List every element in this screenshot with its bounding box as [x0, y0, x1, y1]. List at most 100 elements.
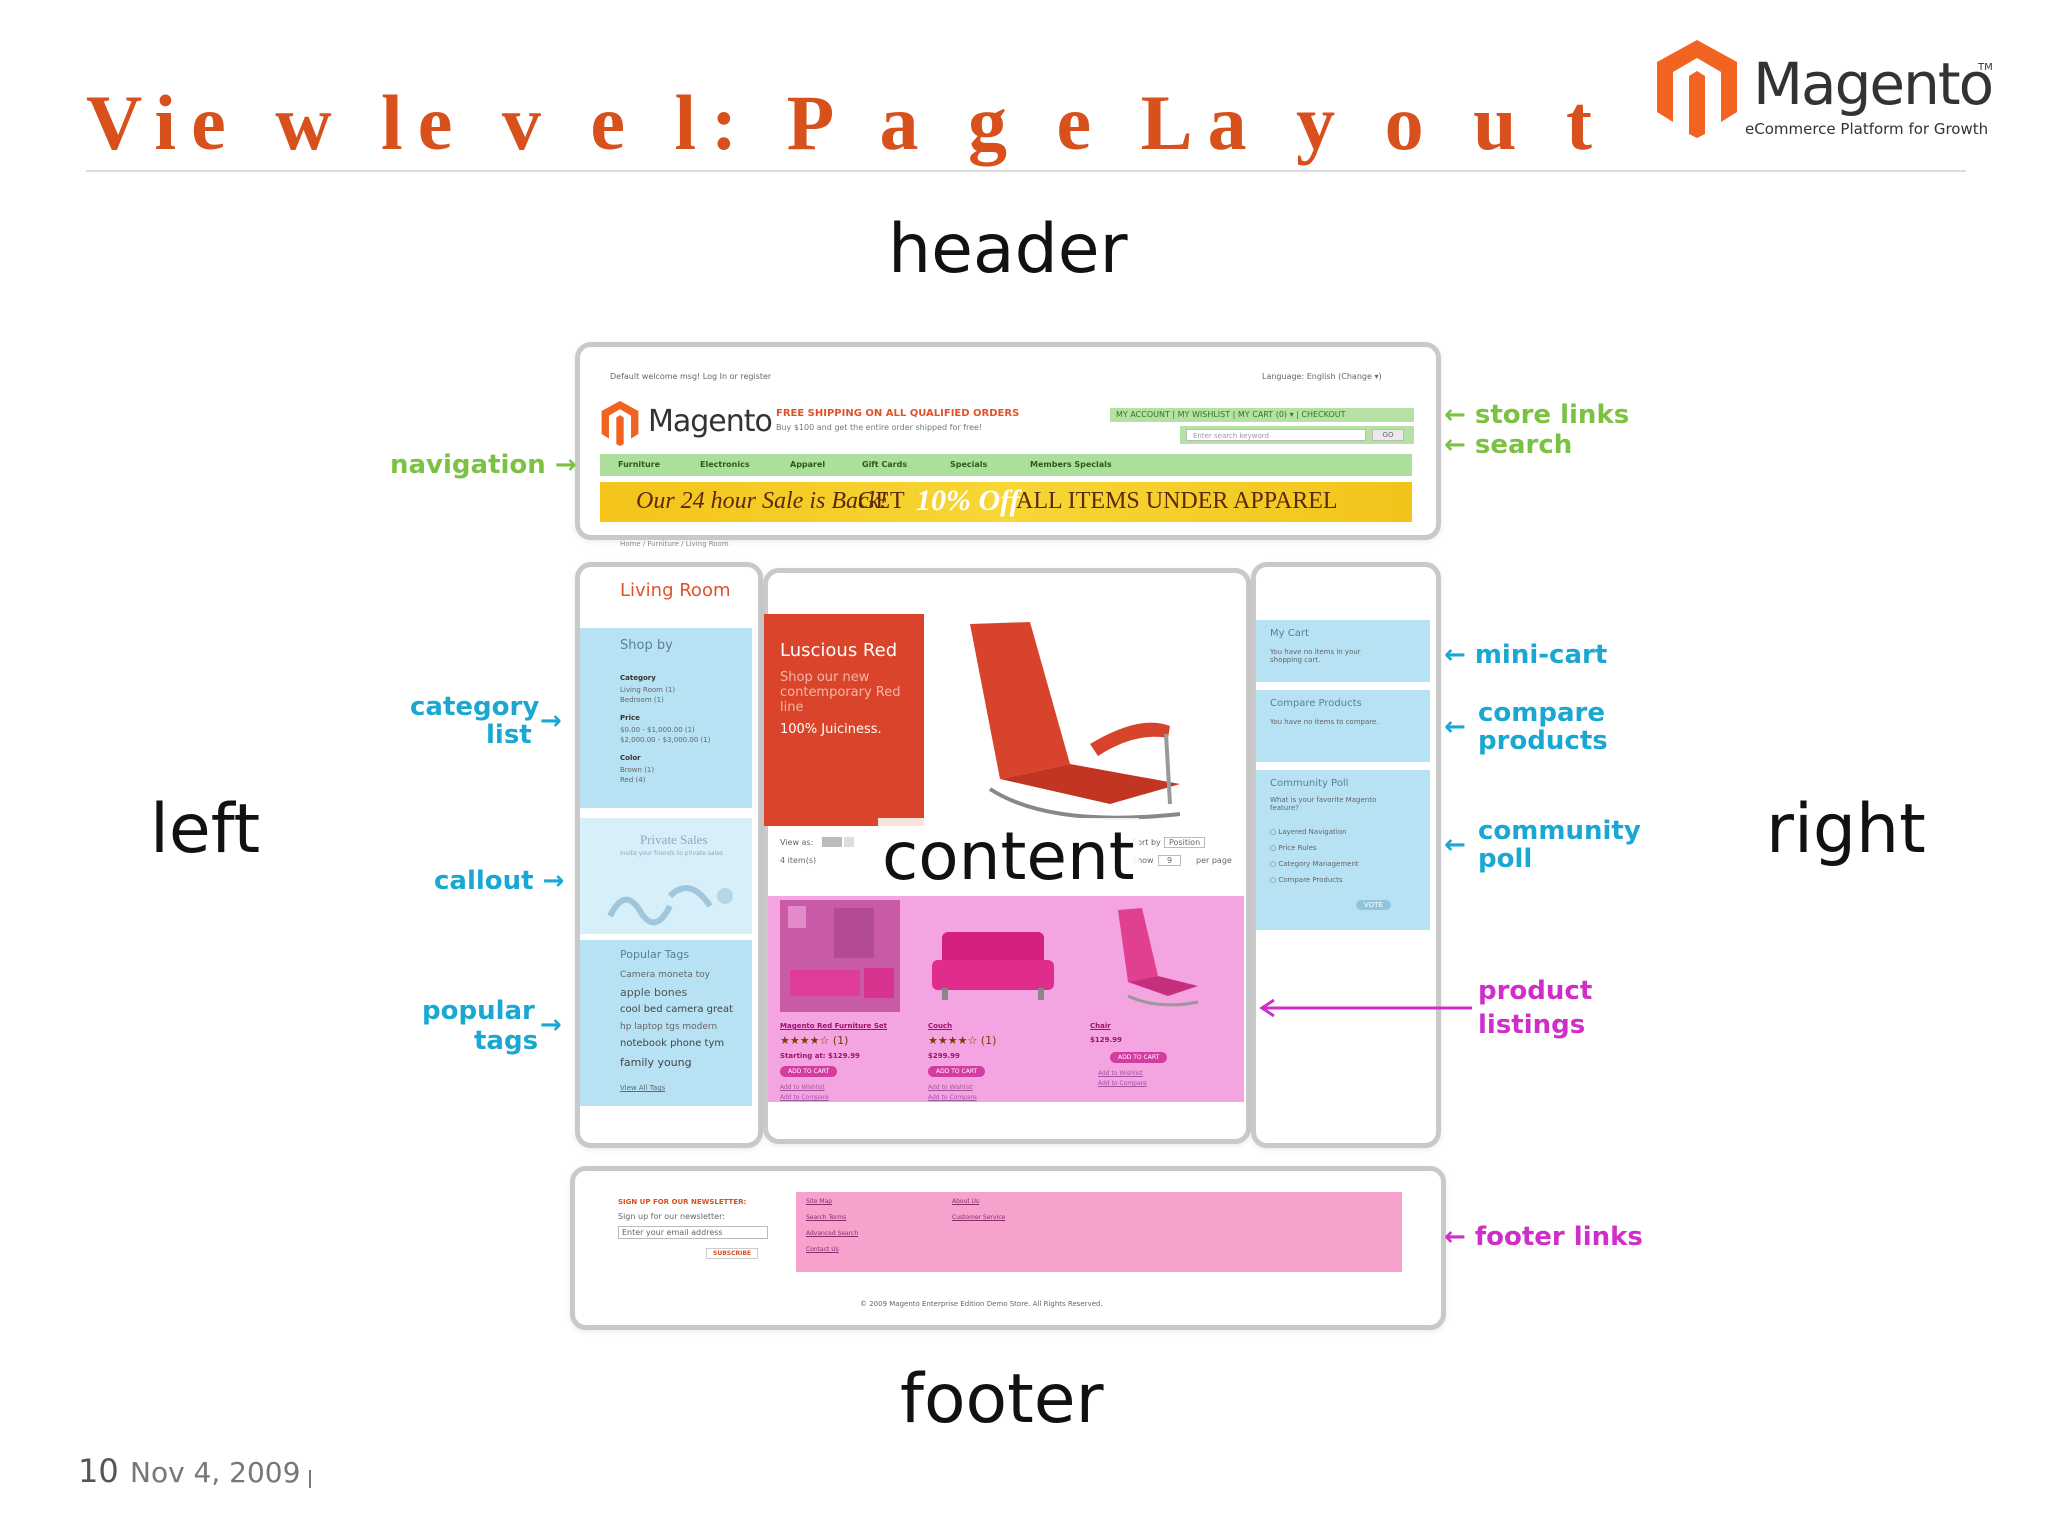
nav-item-electronics[interactable]: Electronics [700, 460, 750, 469]
footer-link[interactable]: Customer Service [952, 1214, 1006, 1221]
arrow-left-icon: ← [1444, 830, 1466, 860]
annotation-community-line2: poll [1478, 844, 1533, 874]
logo-tagline: eCommerce Platform for Growth [1745, 120, 1989, 138]
furniture-set-icon [780, 900, 900, 1012]
filter-option[interactable]: Brown (1) [620, 766, 655, 774]
product-name[interactable]: Chair [1090, 1022, 1111, 1030]
tag-line[interactable]: hp laptop tgs modern [620, 1022, 718, 1032]
vote-button[interactable]: VOTE [1356, 900, 1391, 910]
newsletter-subtitle: Sign up for our newsletter: [618, 1212, 725, 1221]
search-button[interactable]: GO [1372, 429, 1404, 441]
poll-option-label: Compare Products [1278, 876, 1343, 884]
nav-item-members-specials[interactable]: Members Specials [1030, 460, 1112, 469]
search-input[interactable]: Enter search keyword [1186, 429, 1366, 441]
poll-option[interactable]: ○ Compare Products [1270, 876, 1343, 884]
hero-red-panel[interactable] [764, 614, 924, 826]
newsletter-email-input[interactable]: Enter your email address [618, 1226, 768, 1239]
poll-option[interactable]: ○ Layered Navigation [1270, 828, 1347, 836]
annotation-compare-line2: products [1478, 726, 1608, 756]
copyright-text: © 2009 Magento Enterprise Edition Demo S… [860, 1300, 1103, 1308]
add-to-cart-button[interactable]: ADD TO CART [1110, 1052, 1168, 1063]
welcome-message: Default welcome msg! Log In or register [610, 372, 772, 381]
annotation-mini-cart: ← mini-cart [1444, 640, 1608, 670]
add-to-compare-link[interactable]: Add to Compare [928, 1094, 977, 1101]
add-to-cart-button[interactable]: ADD TO CART [780, 1066, 838, 1077]
annotation-community-line1: community [1478, 816, 1641, 846]
promo-subtext: Buy $100 and get the entire order shippe… [776, 423, 983, 432]
per-page-label: per page [1196, 856, 1232, 865]
filter-option[interactable]: $2,000.00 - $3,000.00 (1) [620, 736, 711, 744]
add-to-compare-link[interactable]: Add to Compare [1098, 1080, 1147, 1087]
mini-cart-text: You have no items in your shopping cart. [1270, 648, 1361, 664]
product-name[interactable]: Magento Red Furniture Set [780, 1022, 887, 1030]
poll-option[interactable]: ○ Price Rules [1270, 844, 1317, 852]
product-name[interactable]: Couch [928, 1022, 953, 1030]
footer-link[interactable]: Advanced Search [806, 1230, 859, 1237]
tag-line[interactable]: Camera moneta toy [620, 970, 710, 980]
filter-option[interactable]: Bedroom (1) [620, 696, 664, 704]
annotation-popular-line1: popular [422, 996, 535, 1026]
arrow-right-icon: → [540, 1010, 562, 1040]
promo-banner[interactable] [600, 482, 1412, 522]
add-to-wishlist-link[interactable]: Add to Wishlist [1098, 1070, 1143, 1077]
add-to-compare-link[interactable]: Add to Compare [780, 1094, 829, 1101]
breadcrumb[interactable]: Home / Furniture / Living Room [620, 540, 729, 548]
compare-title: Compare Products [1270, 698, 1362, 709]
sort-select[interactable]: Position [1164, 837, 1206, 848]
magento-logo: Magento TM eCommerce Platform for Growth [1655, 38, 1995, 148]
tag-line[interactable]: family young [620, 1056, 692, 1069]
nav-item-apparel[interactable]: Apparel [790, 460, 826, 469]
annotation-compare-line1: compare [1478, 698, 1605, 728]
product-price: $299.99 [928, 1052, 960, 1060]
product-image[interactable] [1098, 906, 1208, 1016]
filter-option[interactable]: $0.00 - $1,000.00 (1) [620, 726, 695, 734]
per-page-select[interactable]: 9 [1158, 855, 1182, 866]
mockup-logo-word[interactable]: Magento [648, 404, 773, 439]
add-to-cart-button[interactable]: ADD TO CART [928, 1066, 986, 1077]
callout-block[interactable]: Private Sales Invite your friends to pri… [580, 818, 752, 934]
poll-title: Community Poll [1270, 778, 1349, 789]
slide-title: Vie w le v e l: P a g e La y o u t [86, 79, 1607, 166]
filter-option[interactable]: Living Room (1) [620, 686, 676, 694]
list-view-icon[interactable] [844, 837, 854, 847]
product-price: Starting at: $129.99 [780, 1052, 860, 1060]
add-to-wishlist-link[interactable]: Add to Wishlist [928, 1084, 973, 1091]
grid-view-icon[interactable] [822, 837, 842, 847]
footer-link[interactable]: Search Terms [806, 1214, 847, 1221]
subscribe-button[interactable]: SUBSCRIBE [706, 1248, 759, 1259]
sort-by-label: Sort by [1132, 838, 1161, 847]
footer-link[interactable]: Site Map [806, 1198, 833, 1205]
footer-link[interactable]: About Us [952, 1198, 980, 1205]
annotation-store-links: ← store links [1444, 400, 1630, 430]
nav-item-furniture[interactable]: Furniture [618, 460, 661, 469]
product-image[interactable] [928, 926, 1058, 1006]
annotation-callout: callout → [434, 866, 565, 896]
tag-line[interactable]: notebook phone tym [620, 1038, 725, 1049]
tag-line[interactable]: apple bones [620, 986, 688, 999]
filter-option[interactable]: Red (4) [620, 776, 646, 784]
product-image[interactable] [780, 900, 900, 1012]
nav-item-gift-cards[interactable]: Gift Cards [862, 460, 908, 469]
tag-line[interactable]: cool bed camera great [620, 1004, 734, 1015]
annotation-navigation: navigation → [390, 450, 577, 480]
poll-option[interactable]: ○ Category Management [1270, 860, 1359, 868]
annotation-footer-links: ← footer links [1444, 1222, 1643, 1252]
product-rating: ★★★★☆ (1) [928, 1034, 997, 1047]
community-poll-block: Community Poll What is your favorite Mag… [1256, 770, 1430, 930]
nav-item-specials[interactable]: Specials [950, 460, 988, 469]
footer-link[interactable]: Contact Us [806, 1246, 839, 1253]
store-links[interactable]: MY ACCOUNT | MY WISHLIST | MY CART (0) ▾… [1116, 410, 1346, 419]
arrow-left-icon: ← [1444, 712, 1466, 742]
annotation-product-line1: product [1478, 976, 1593, 1006]
region-label-header: header [888, 210, 1128, 289]
left-column-frame [575, 562, 763, 1148]
banner-text-discount: 10% Off [916, 484, 1020, 517]
hero-tagline: 100% Juiciness. [780, 722, 882, 737]
promo-headline: FREE SHIPPING ON ALL QUALIFIED ORDERS [776, 408, 1020, 419]
newsletter-block: SIGN UP FOR OUR NEWSLETTER: Sign up for … [604, 1192, 784, 1272]
add-to-wishlist-link[interactable]: Add to Wishlist [780, 1084, 825, 1091]
hero-subtitle: Shop our new contemporary Red line [780, 670, 901, 715]
product-price: $129.99 [1090, 1036, 1122, 1044]
view-all-tags-link[interactable]: View All Tags [620, 1084, 666, 1092]
language-switcher[interactable]: Language: English (Change ▾) [1262, 372, 1382, 381]
